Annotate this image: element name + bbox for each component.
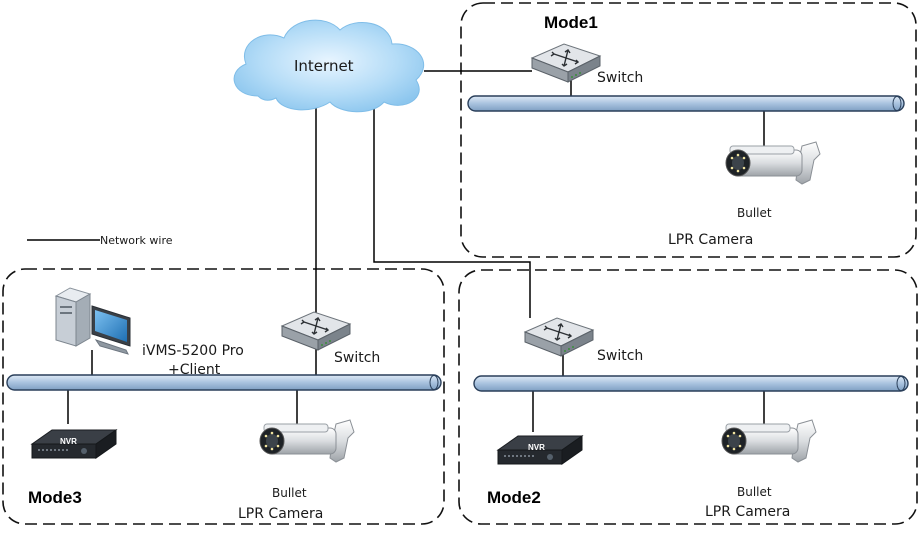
mode1-switch-icon (531, 43, 601, 83)
internet-label: Internet (294, 57, 354, 75)
mode3-camera-caption: LPR Camera (238, 506, 323, 522)
mode2-title: Mode2 (487, 488, 541, 507)
mode1-bullet-camera-icon (725, 141, 821, 185)
legend-label: Network wire (100, 234, 173, 247)
mode3-client-label-1: iVMS-5200 Pro (142, 343, 244, 359)
mode1-camera-label: Bullet (737, 206, 772, 220)
mode3-pc-client-icon (55, 287, 131, 355)
mode1-camera-caption: LPR Camera (668, 232, 753, 248)
mode2-box (458, 269, 918, 525)
internet-cloud-icon (233, 19, 425, 113)
mode3-camera-label: Bullet (272, 486, 307, 500)
mode2-switch-icon (524, 317, 594, 357)
bus-mode3 (6, 374, 442, 391)
bus-mode1 (467, 95, 905, 112)
mode1-switch-label: Switch (597, 70, 643, 86)
network-wires (27, 70, 765, 432)
mode1-box (460, 2, 917, 258)
mode2-camera-label: Bullet (737, 485, 772, 499)
mode3-client-label-2: +Client (168, 362, 221, 378)
mode3-nvr-label: NVR (60, 437, 77, 446)
wire-internet-switch2 (373, 107, 531, 318)
mode2-bullet-camera-icon (721, 419, 817, 463)
mode2-nvr-label: NVR (528, 443, 545, 452)
mode1-title: Mode1 (544, 13, 598, 32)
mode3-box (2, 268, 445, 525)
mode3-switch-label: Switch (334, 350, 380, 366)
mode3-bullet-camera-icon (259, 419, 355, 463)
bus-mode2 (473, 375, 909, 392)
mode2-camera-caption: LPR Camera (705, 504, 790, 520)
mode2-switch-label: Switch (597, 348, 643, 364)
mode3-title: Mode3 (28, 488, 82, 507)
mode3-switch-icon (281, 311, 351, 351)
